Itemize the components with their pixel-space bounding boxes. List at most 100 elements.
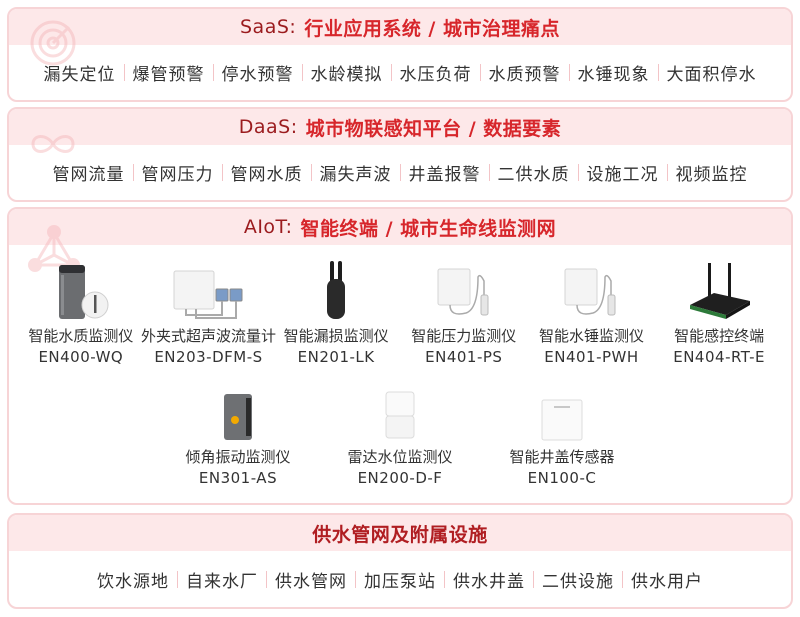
infra-item: 供水井盖: [453, 571, 525, 592]
device-card: 智能漏损监测仪 EN201-LK: [274, 259, 398, 366]
device-card: 外夹式超声波流量计 EN203-DFM-S: [141, 259, 276, 366]
daas-items: 管网流量 管网压力 管网水质 漏失声波 井盖报警 二供水质 设施工况 视频监控: [53, 160, 748, 185]
device-name: 倾角振动监测仪: [185, 448, 291, 466]
separator: [212, 64, 214, 81]
separator: [479, 64, 481, 81]
device-model: EN201-LK: [297, 348, 375, 366]
separator: [132, 164, 134, 181]
daas-item: 二供水质: [497, 165, 570, 185]
saas-item: 水龄模拟: [310, 65, 383, 85]
infra-item: 自来水厂: [186, 571, 258, 592]
separator: [568, 64, 570, 81]
daas-layer: DaaS: 城市物联感知平台 / 数据要素 管网流量 管网压力 管网水质 漏失声…: [7, 107, 793, 202]
device-name: 智能漏损监测仪: [283, 327, 389, 345]
device-name: 智能感控终端: [674, 327, 765, 345]
saas-prefix: SaaS:: [240, 16, 297, 38]
aiot-layer: AIoT: 智能终端 / 城市生命线监测网 智能水质监测仪 EN400-WQ: [7, 207, 793, 505]
separator: [533, 570, 534, 588]
device-card: 智能感控终端 EN404-RT-E: [657, 259, 781, 366]
infra-item: 二供设施: [542, 571, 614, 592]
daas-item: 设施工况: [586, 165, 659, 185]
infra-items: 饮水源地 自来水厂 供水管网 加压泵站 供水井盖 二供设施 供水用户: [97, 567, 703, 592]
infra-header: 供水管网及附属设施: [9, 515, 791, 551]
device-model: EN401-PWH: [544, 348, 639, 366]
separator: [221, 164, 223, 181]
device-grid: 智能水质监测仪 EN400-WQ 外夹式超声波流量计 EN203-DFM-S: [9, 245, 791, 487]
daas-title: 城市物联感知平台 / 数据要素: [305, 117, 562, 140]
radar-level-monitor-icon: [350, 380, 450, 442]
device-card: 倾角振动监测仪 EN301-AS: [176, 380, 300, 487]
device-card: 智能水锤监测仪 EN401-PWH: [529, 259, 653, 366]
saas-item: 水质预警: [488, 65, 561, 85]
separator: [399, 164, 401, 181]
daas-item: 视频监控: [675, 165, 748, 185]
saas-item: 大面积停水: [666, 65, 757, 85]
device-row-2: 倾角振动监测仪 EN301-AS 雷达水位监测仪 EN200-D-F: [9, 380, 791, 487]
device-row-1: 智能水质监测仪 EN400-WQ 外夹式超声波流量计 EN203-DFM-S: [9, 259, 791, 366]
daas-item: 管网压力: [141, 165, 214, 185]
device-name: 外夹式超声波流量计: [140, 327, 276, 345]
device-name: 雷达水位监测仪: [347, 448, 453, 466]
separator: [355, 570, 356, 588]
water-quality-monitor-icon: [31, 259, 131, 321]
device-name: 智能井盖传感器: [509, 448, 615, 466]
tilt-vibration-monitor-icon: [188, 380, 288, 442]
saas-item: 漏失定位: [43, 65, 116, 85]
separator: [488, 164, 490, 181]
device-name: 智能压力监测仪: [411, 327, 517, 345]
aiot-prefix: AIoT:: [243, 216, 293, 238]
infra-item: 供水管网: [275, 571, 347, 592]
daas-item: 管网流量: [52, 165, 125, 185]
daas-item: 井盖报警: [408, 165, 481, 185]
infra-layer: 供水管网及附属设施 饮水源地 自来水厂 供水管网 加压泵站 供水井盖 二供设施 …: [7, 513, 793, 609]
separator: [266, 570, 267, 588]
separator: [657, 64, 659, 81]
device-name: 智能水锤监测仪: [538, 327, 644, 345]
separator: [622, 570, 623, 588]
device-model: EN401-PS: [425, 348, 503, 366]
infra-title: 供水管网及附属设施: [312, 523, 488, 546]
device-model: EN404-RT-E: [673, 348, 765, 366]
pressure-monitor-icon: [414, 259, 514, 321]
saas-item: 爆管预警: [132, 65, 205, 85]
separator: [123, 64, 125, 81]
separator: [310, 164, 312, 181]
daas-header: DaaS: 城市物联感知平台 / 数据要素: [9, 109, 791, 145]
water-hammer-monitor-icon: [541, 259, 641, 321]
separator: [301, 64, 303, 81]
daas-item: 漏失声波: [319, 165, 392, 185]
device-model: EN301-AS: [198, 469, 278, 487]
saas-title: 行业应用系统 / 城市治理痛点: [304, 17, 560, 40]
daas-prefix: DaaS:: [238, 116, 298, 138]
infra-item: 供水用户: [631, 571, 703, 592]
separator: [444, 570, 445, 588]
ultrasonic-flowmeter-icon: [158, 259, 258, 321]
device-name: 智能水质监测仪: [28, 327, 134, 345]
aiot-title: 智能终端 / 城市生命线监测网: [300, 217, 557, 240]
device-card: 雷达水位监测仪 EN200-D-F: [338, 380, 462, 487]
device-model: EN200-D-F: [357, 469, 443, 487]
manhole-sensor-icon: [512, 380, 612, 442]
device-card: 智能压力监测仪 EN401-PS: [402, 259, 526, 366]
saas-items: 漏失定位 爆管预警 停水预警 水龄模拟 水压负荷 水质预警 水锤现象 大面积停水: [44, 60, 757, 85]
device-model: EN203-DFM-S: [154, 348, 263, 366]
infinity-icon: [31, 135, 75, 153]
device-model: EN100-C: [527, 469, 597, 487]
leak-monitor-icon: [286, 259, 386, 321]
separator: [666, 164, 668, 181]
saas-item: 停水预警: [221, 65, 294, 85]
infra-item: 加压泵站: [364, 571, 436, 592]
device-card: 智能水质监测仪 EN400-WQ: [19, 259, 143, 366]
saas-header: SaaS: 行业应用系统 / 城市治理痛点: [9, 9, 791, 45]
saas-layer: SaaS: 行业应用系统 / 城市治理痛点 漏失定位 爆管预警 停水预警 水龄模…: [7, 7, 793, 102]
infra-item: 饮水源地: [97, 571, 169, 592]
saas-item: 水压负荷: [399, 65, 472, 85]
daas-item: 管网水质: [230, 165, 303, 185]
radar-icon: [30, 20, 76, 66]
separator: [177, 570, 178, 588]
saas-item: 水锤现象: [577, 65, 650, 85]
device-model: EN400-WQ: [38, 348, 124, 366]
separator: [390, 64, 392, 81]
aiot-header: AIoT: 智能终端 / 城市生命线监测网: [9, 209, 791, 245]
device-card: 智能井盖传感器 EN100-C: [500, 380, 624, 487]
